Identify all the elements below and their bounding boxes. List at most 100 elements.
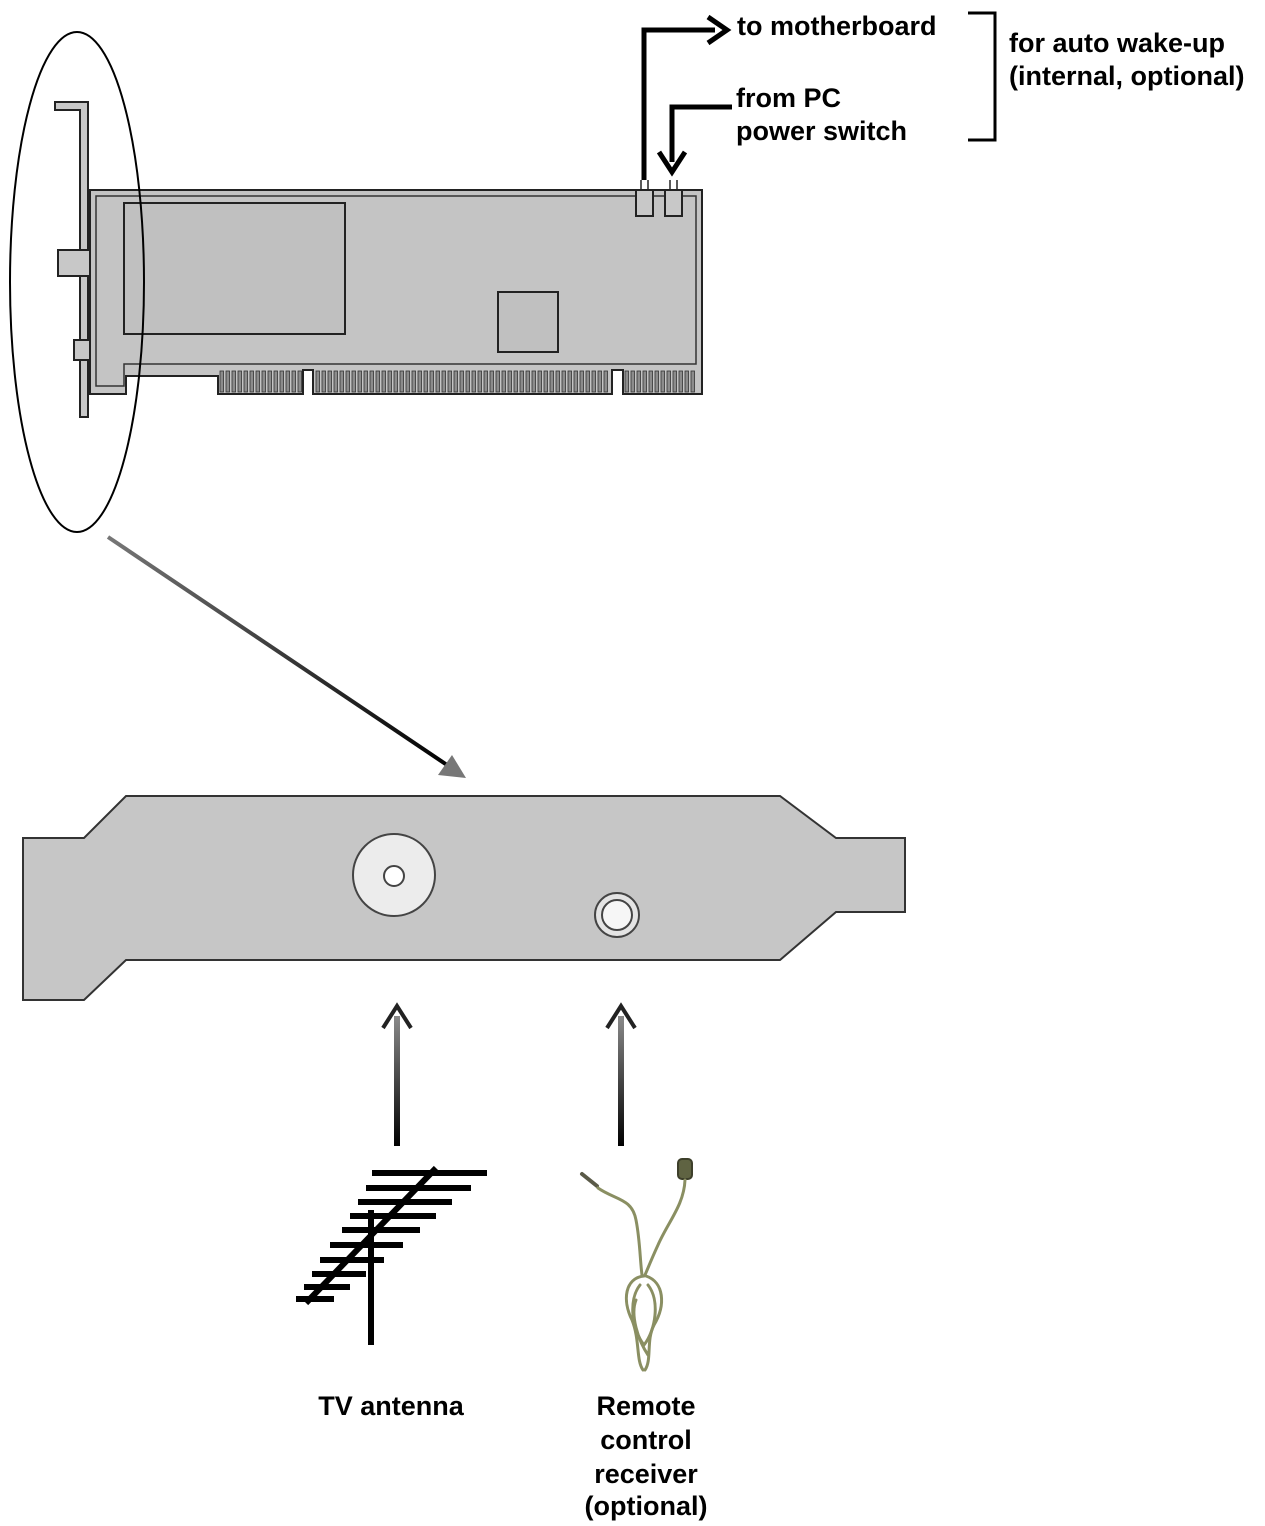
- edge-pin: [648, 370, 653, 393]
- remote-label-line1: Remote: [596, 1391, 696, 1421]
- remote-label-line4: (optional): [584, 1491, 708, 1521]
- to-motherboard-label: to motherboard: [737, 11, 937, 41]
- edge-pin: [393, 370, 398, 393]
- edge-pin: [678, 370, 683, 393]
- edge-pin: [624, 370, 629, 393]
- edge-pin: [495, 370, 500, 393]
- edge-pin: [249, 370, 254, 393]
- auto-wake-label-line1: for auto wake-up: [1009, 28, 1226, 58]
- from-power-switch-arrow: [656, 104, 732, 177]
- ir-receiver-jack-inner: [601, 899, 633, 931]
- edge-pin: [387, 370, 392, 393]
- edge-pin: [429, 370, 434, 393]
- remote-receiver-icon: [580, 1158, 693, 1372]
- from-pc-label-line1: from PC: [736, 83, 842, 113]
- edge-connector-pins: [219, 370, 695, 393]
- edge-pin: [642, 370, 647, 393]
- tv-antenna-icon: [296, 1165, 487, 1345]
- edge-pin: [549, 370, 554, 393]
- edge-pin: [483, 370, 488, 393]
- edge-pin: [435, 370, 440, 393]
- edge-pin: [261, 370, 266, 393]
- edge-pin: [297, 370, 302, 393]
- edge-pin: [531, 370, 536, 393]
- edge-pin: [339, 370, 344, 393]
- antenna-jack-center: [383, 865, 405, 887]
- edge-pin: [525, 370, 530, 393]
- edge-pin: [405, 370, 410, 393]
- bracket-front-view: [22, 795, 906, 1001]
- edge-pin: [375, 370, 380, 393]
- edge-pin: [561, 370, 566, 393]
- edge-pin: [267, 370, 272, 393]
- edge-pin: [555, 370, 560, 393]
- edge-pin: [543, 370, 548, 393]
- edge-pin: [231, 370, 236, 393]
- remote-up-arrow: [605, 1002, 637, 1146]
- edge-pin: [321, 370, 326, 393]
- edge-pin: [351, 370, 356, 393]
- from-pc-label-line2: power switch: [736, 116, 908, 146]
- edge-pin: [471, 370, 476, 393]
- edge-pin: [411, 370, 416, 393]
- edge-pin: [345, 370, 350, 393]
- edge-pin: [363, 370, 368, 393]
- remote-label-line3: receiver: [594, 1459, 698, 1489]
- edge-pin: [333, 370, 338, 393]
- edge-pin: [585, 370, 590, 393]
- edge-pin: [315, 370, 320, 393]
- edge-pin: [459, 370, 464, 393]
- edge-pin: [417, 370, 422, 393]
- edge-pin: [519, 370, 524, 393]
- edge-pin: [369, 370, 374, 393]
- edge-pin: [399, 370, 404, 393]
- edge-pin: [465, 370, 470, 393]
- edge-pin: [597, 370, 602, 393]
- edge-pin: [255, 370, 260, 393]
- zoom-arrow: [106, 535, 466, 778]
- to-motherboard-arrow: [641, 14, 732, 180]
- edge-pin: [441, 370, 446, 393]
- edge-pin: [225, 370, 230, 393]
- edge-pin: [237, 370, 242, 393]
- edge-pin: [489, 370, 494, 393]
- antenna-up-arrow: [381, 1002, 413, 1146]
- chip: [497, 291, 559, 353]
- edge-pin: [285, 370, 290, 393]
- edge-pin: [357, 370, 362, 393]
- card-pcb-inner-outline: [95, 195, 697, 387]
- edge-pin: [447, 370, 452, 393]
- edge-pin: [279, 370, 284, 393]
- edge-pin: [513, 370, 518, 393]
- wake-connector-right: [664, 189, 683, 217]
- edge-pin: [537, 370, 542, 393]
- edge-pin: [666, 370, 671, 393]
- edge-pin: [654, 370, 659, 393]
- edge-pin: [630, 370, 635, 393]
- edge-pin: [591, 370, 596, 393]
- edge-pin: [219, 370, 224, 393]
- edge-pin: [327, 370, 332, 393]
- edge-pin: [501, 370, 506, 393]
- edge-pin: [381, 370, 386, 393]
- edge-pin: [684, 370, 689, 393]
- edge-pin: [567, 370, 572, 393]
- edge-pin: [243, 370, 248, 393]
- edge-pin: [273, 370, 278, 393]
- edge-pin: [423, 370, 428, 393]
- auto-wake-bracket: [968, 11, 997, 142]
- edge-pin: [573, 370, 578, 393]
- edge-pin: [453, 370, 458, 393]
- bracket-plate: [22, 795, 906, 1001]
- bracket-highlight-ellipse: [9, 31, 145, 533]
- edge-pin: [507, 370, 512, 393]
- pci-card: [54, 101, 703, 418]
- tuner-module: [123, 202, 346, 335]
- edge-pin: [672, 370, 677, 393]
- edge-pin: [690, 370, 695, 393]
- edge-pin: [636, 370, 641, 393]
- auto-wake-label-line2: (internal, optional): [1009, 61, 1245, 91]
- edge-pin: [477, 370, 482, 393]
- edge-pin: [603, 370, 608, 393]
